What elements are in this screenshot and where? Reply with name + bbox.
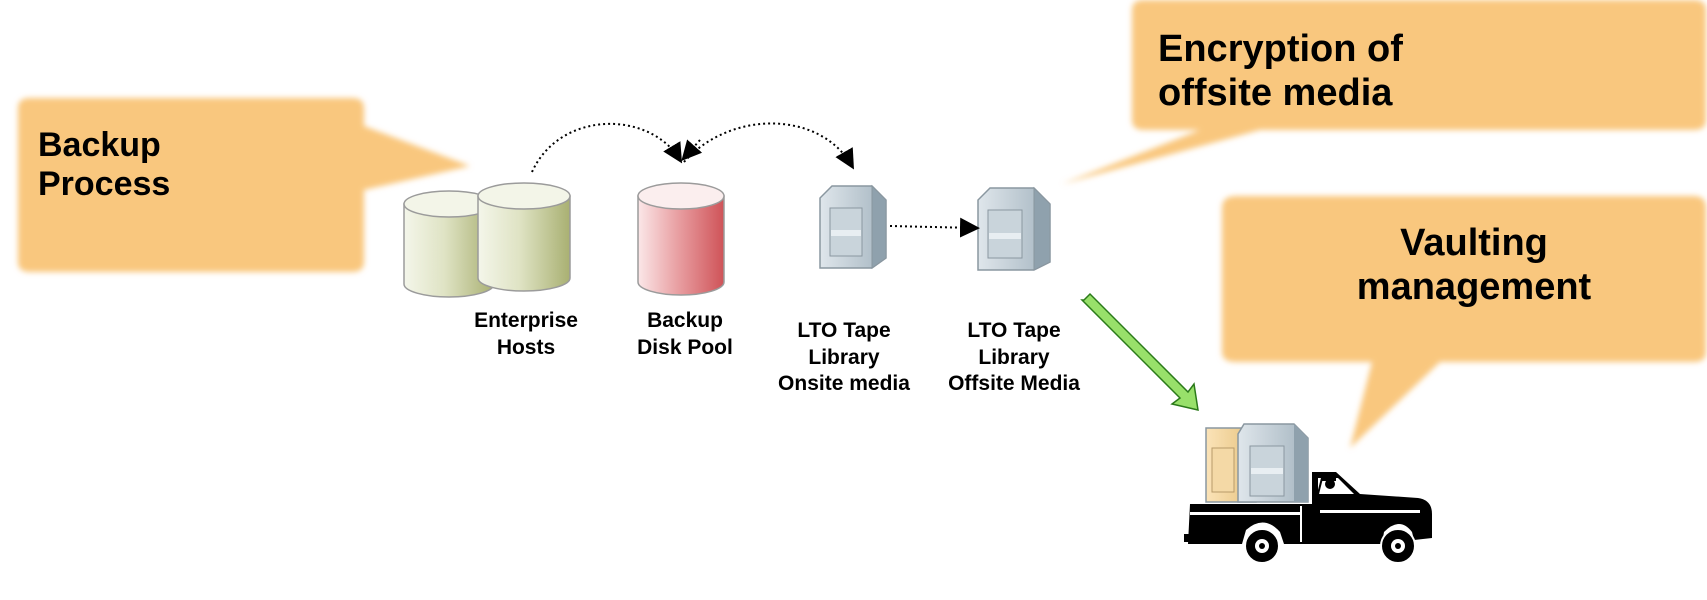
onsite-to-offsite-arrow [889,217,980,238]
lto-onsite-label: LTO Tape Library Onsite media [764,318,924,398]
lto-offsite-line-2: Library [978,345,1050,369]
enterprise-hosts-label: Enterprise Hosts [446,308,606,361]
backup-disk-pool-label: Backup Disk Pool [610,308,760,361]
flow-arrows [531,122,980,238]
vaulting-line-2: management [1356,265,1592,308]
lto-onsite-line-3: Onsite media [778,372,910,396]
lto-onsite-line-2: Library [808,345,880,369]
hosts-to-disk-arrow [531,122,683,173]
lto-offsite-label: LTO Tape Library Offsite Media [934,318,1094,398]
enterprise-hosts-line-2: Hosts [496,335,556,359]
encryption-line-1: Encryption of [1158,28,1403,70]
backup-disk-pool-line-2: Disk Pool [637,335,733,359]
tape-library-offsite-icon [977,186,1051,271]
vaulting-line-1: Vaulting [1400,222,1548,264]
disk-from-onsite-arrow [681,139,703,161]
tape-library-onsite-icon [819,184,887,269]
encryption-callout [1062,0,1706,184]
host-cylinder-front [477,182,571,292]
lto-offsite-line-1: LTO Tape [967,319,1061,342]
disk-pool-icon [637,182,725,296]
backup-process-callout [18,98,470,272]
backup-process-text: Backup Process [38,126,170,204]
encryption-text: Encryption of offsite media [1158,28,1403,115]
encryption-line-2: offsite media [1158,71,1393,114]
enterprise-hosts-icon [403,182,571,298]
backup-process-line-1: Backup [38,126,161,164]
backup-disk-pool-line-1: Backup [647,309,723,332]
vaulting-callout [1222,196,1706,448]
lto-onsite-line-1: LTO Tape [797,319,891,342]
enterprise-hosts-line-1: Enterprise [474,309,578,332]
vault-truck-icon [1184,423,1432,564]
lto-offsite-line-3: Offsite Media [948,372,1080,396]
disk-to-onsite-arrow [683,122,854,170]
transport-arrow [1080,292,1199,411]
host-cylinder-back [403,190,495,298]
backup-process-line-2: Process [38,165,171,204]
vaulting-text: Vaulting management [1244,222,1704,309]
